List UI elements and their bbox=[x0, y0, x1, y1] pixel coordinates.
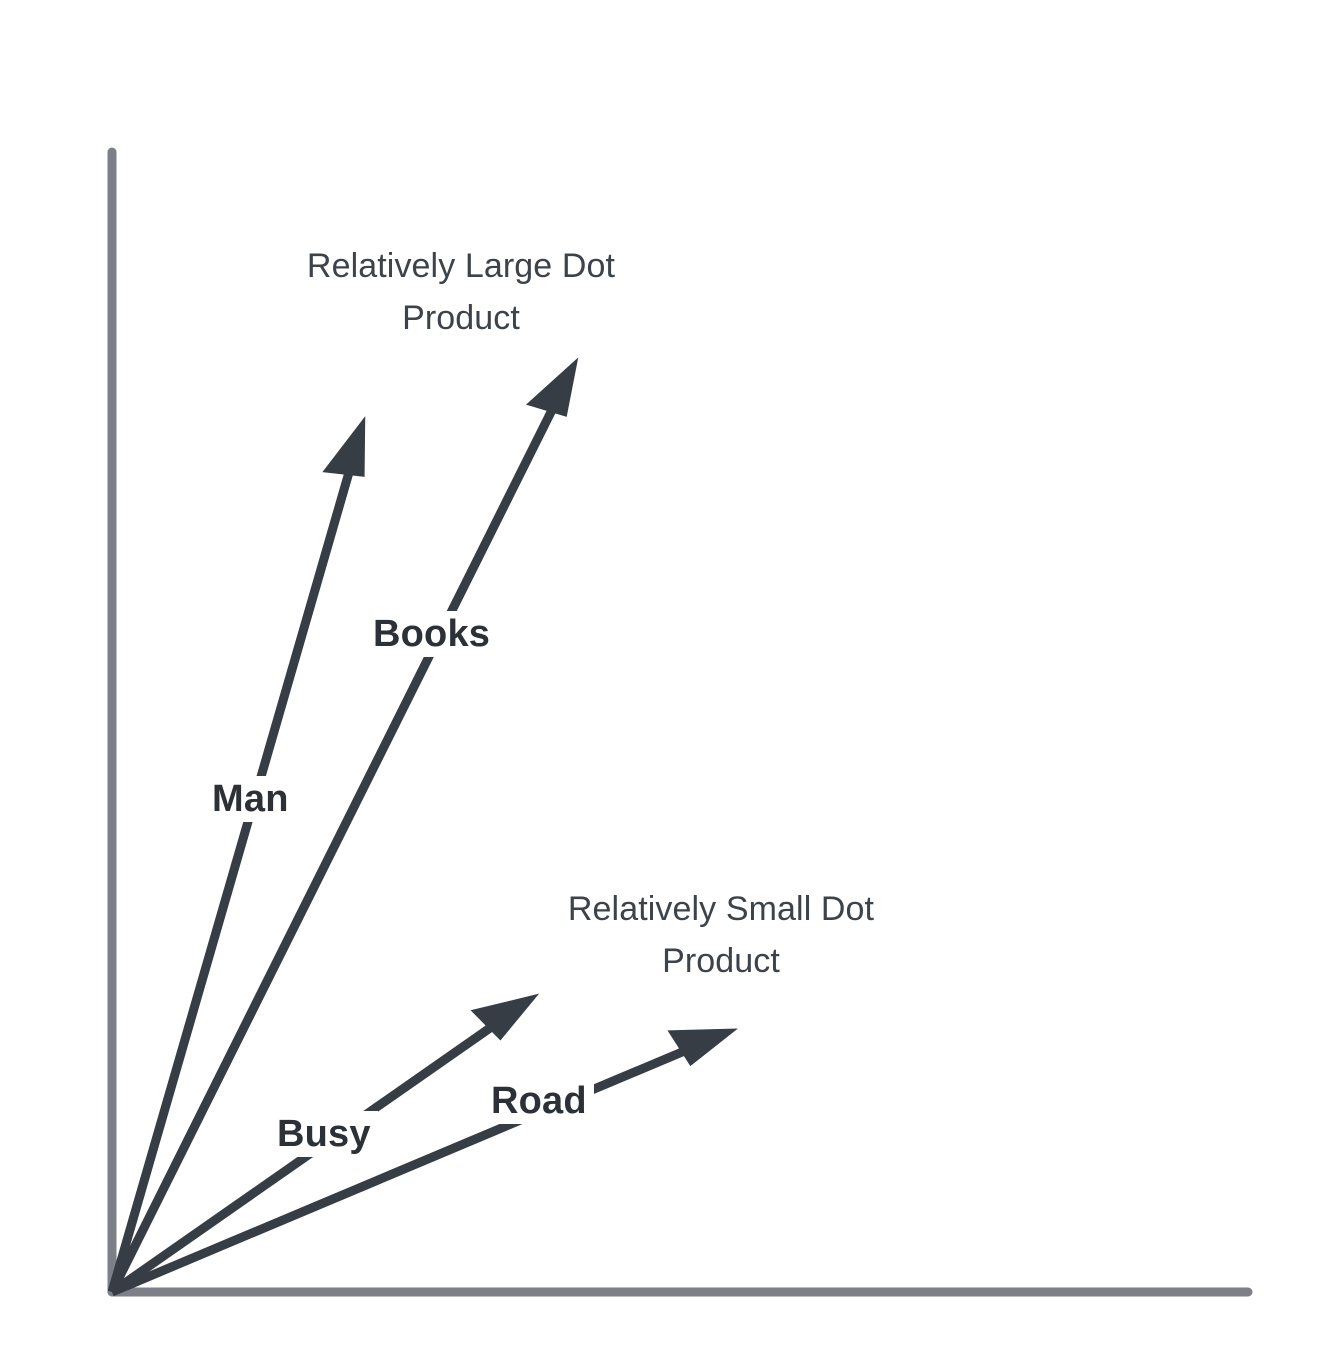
vectors bbox=[107, 357, 738, 1297]
axes bbox=[107, 147, 1253, 1297]
vector-road[interactable] bbox=[110, 1028, 738, 1297]
vector-label-man: Man bbox=[205, 776, 296, 822]
vector-label-books: Books bbox=[366, 611, 498, 657]
vector-label-road: Road bbox=[484, 1078, 594, 1124]
vector-label-busy: Busy bbox=[270, 1111, 378, 1157]
vector-books[interactable] bbox=[107, 357, 579, 1295]
vector-man[interactable] bbox=[107, 416, 366, 1294]
